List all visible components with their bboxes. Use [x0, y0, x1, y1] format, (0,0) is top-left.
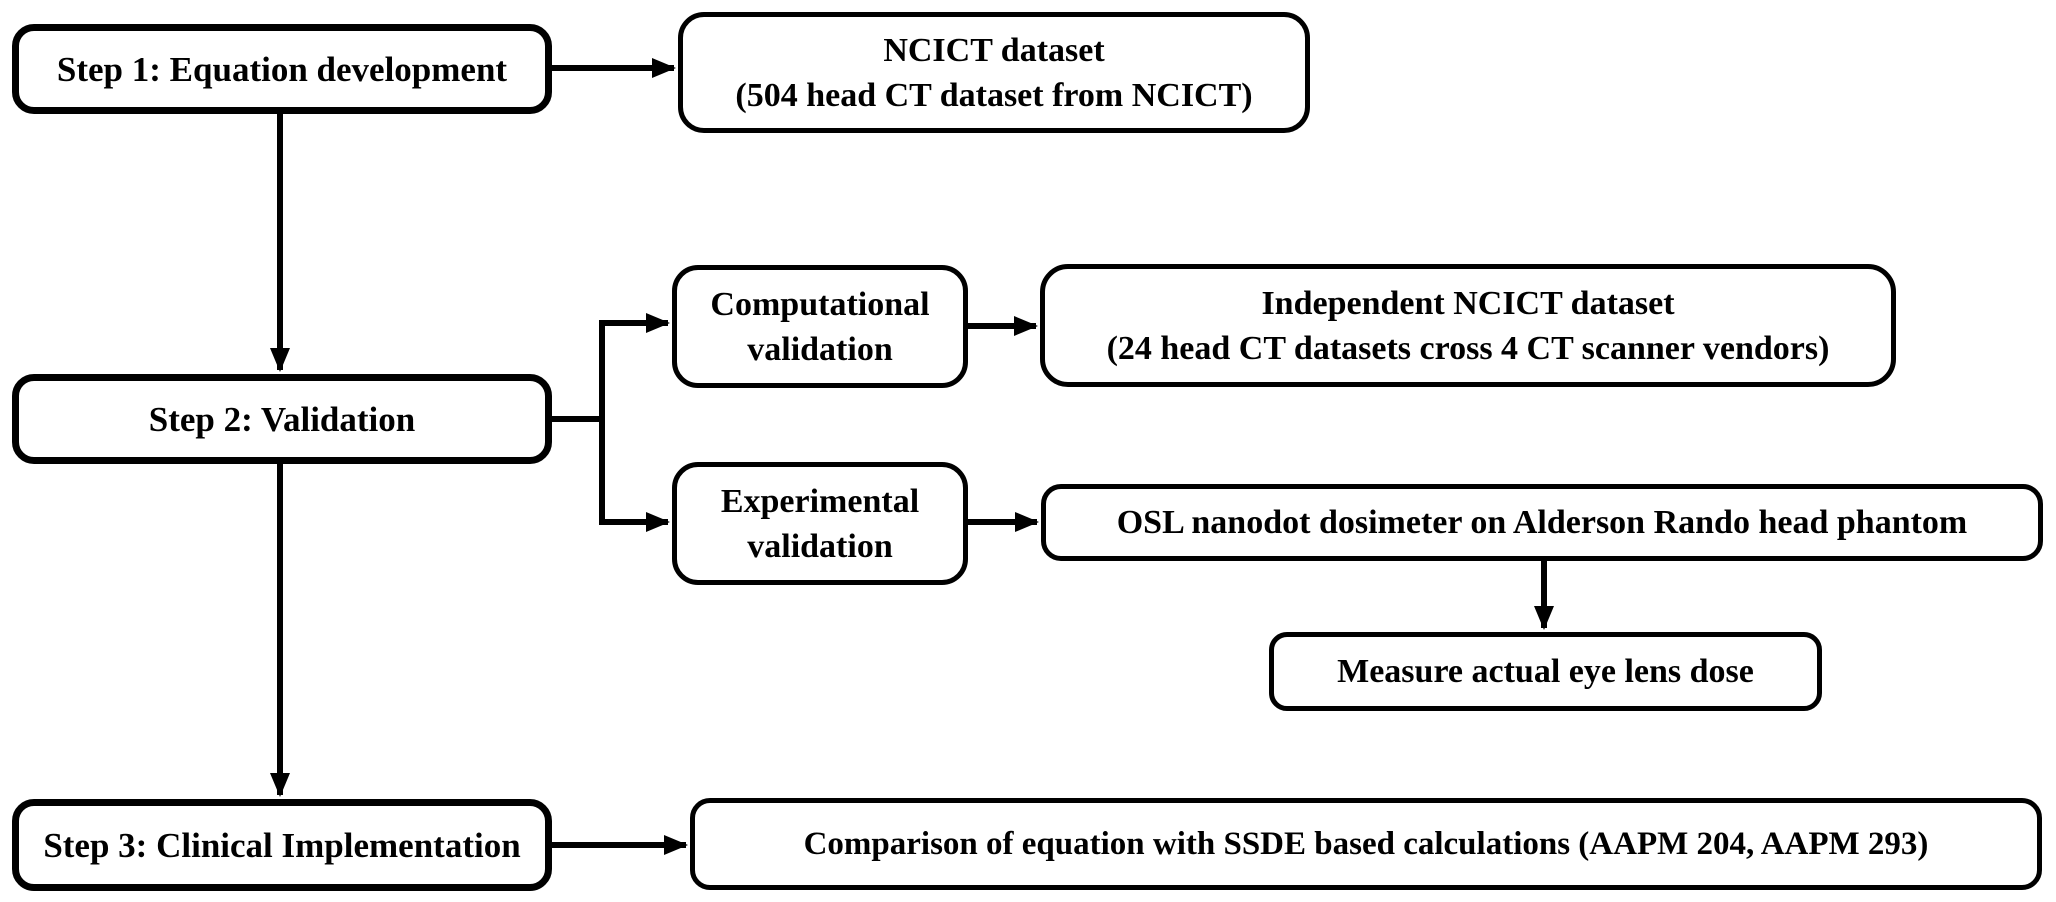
node-osl-nanodot-dosimeter-label: OSL nanodot dosimeter on Alderson Rando … — [1116, 504, 1968, 541]
node-measure-eye-lens-dose-label: Measure actual eye lens dose — [1337, 653, 1754, 690]
connector-step2-branch — [550, 320, 605, 525]
node-ncict-dataset-label: NCICT dataset (504 head CT dataset from … — [735, 31, 1253, 114]
node-independent-ncict-dataset: Independent NCICT dataset (24 head CT da… — [1040, 264, 1896, 387]
node-step1-label: Step 1: Equation development — [56, 49, 508, 89]
node-experimental-validation-label: Experimental validation — [720, 482, 920, 565]
node-comparison-ssde-label: Comparison of equation with SSDE based c… — [803, 825, 1929, 862]
node-independent-ncict-dataset-label: Independent NCICT dataset (24 head CT da… — [1106, 284, 1830, 367]
node-measure-eye-lens-dose: Measure actual eye lens dose — [1269, 632, 1822, 711]
node-step2-validation: Step 2: Validation — [12, 374, 552, 464]
node-ncict-dataset: NCICT dataset (504 head CT dataset from … — [678, 12, 1310, 133]
node-step3-label: Step 3: Clinical Implementation — [43, 825, 521, 865]
node-computational-validation-label: Computational validation — [710, 285, 930, 368]
node-experimental-validation: Experimental validation — [672, 462, 968, 585]
node-comparison-ssde: Comparison of equation with SSDE based c… — [690, 798, 2042, 890]
node-step2-label: Step 2: Validation — [148, 399, 416, 439]
node-computational-validation: Computational validation — [672, 265, 968, 388]
node-step1-equation-development: Step 1: Equation development — [12, 24, 552, 114]
node-step3-clinical-implementation: Step 3: Clinical Implementation — [12, 799, 552, 891]
node-osl-nanodot-dosimeter: OSL nanodot dosimeter on Alderson Rando … — [1041, 484, 2043, 561]
